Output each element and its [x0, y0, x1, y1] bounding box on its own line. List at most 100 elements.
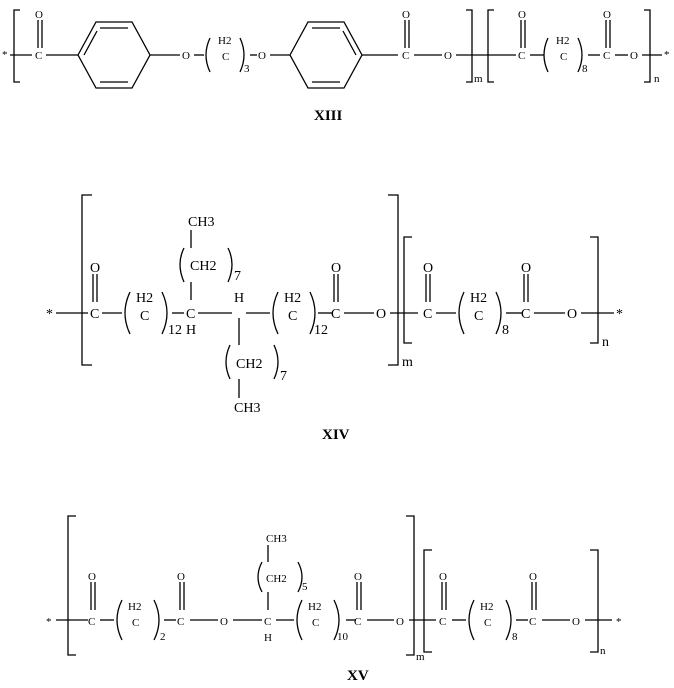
xiv-bracket-n-right [590, 237, 598, 343]
xv-bracket-n-left [424, 550, 432, 652]
xv-atom-h: H [264, 632, 272, 644]
label-xiii: XIII [314, 108, 343, 124]
xv-atom-c: C [484, 617, 491, 629]
xv-paren-right [506, 600, 511, 640]
xiii-atom-o: O [258, 50, 266, 62]
xiii-atom-c: C [35, 50, 42, 62]
xv-atom-o: O [572, 616, 580, 628]
xiii-benzene-ring-2 [290, 22, 362, 88]
xiii-benzene-ring-1-inner [84, 28, 128, 82]
xv-paren-left [258, 562, 262, 592]
label-xv: XV [347, 668, 369, 683]
xv-atom-c: C [439, 616, 446, 628]
xiv-bracket-m-left [82, 195, 92, 365]
xiii-atom-c: C [222, 51, 229, 63]
xiii-atom-h2: H2 [556, 35, 569, 47]
xiv-atom-c: C [140, 309, 149, 324]
xiv-atom-o: O [331, 261, 341, 276]
xiv-subscript-8: 8 [502, 323, 509, 338]
xv-atom-h2: H2 [480, 601, 493, 613]
xv-atom-c: C [88, 616, 95, 628]
xiv-paren-right [228, 248, 232, 282]
xv-paren-right [154, 600, 159, 640]
structure-xv: * O C H2 C 2 O C O C H CH2 5 CH3 H2 C 10 [46, 516, 622, 683]
xv-paren-left [297, 600, 302, 640]
xiv-atom-ch3: CH3 [234, 401, 260, 416]
xv-atom-ch2: CH2 [266, 573, 287, 585]
xiv-paren-right [162, 292, 167, 334]
xiii-bracket-m-right [466, 10, 472, 82]
xiii-subscript-3: 3 [244, 63, 250, 75]
xv-atom-o: O [396, 616, 404, 628]
xiii-benzene-ring-1 [78, 22, 150, 88]
xiv-atom-c: C [90, 307, 99, 322]
xiii-subscript-n: n [654, 73, 660, 85]
xv-atom-c: C [312, 617, 319, 629]
xiv-atom-c: C [186, 307, 195, 322]
xiii-bracket-m-left [14, 10, 20, 82]
xv-atom-o: O [88, 571, 96, 583]
xiii-atom-o: O [182, 50, 190, 62]
xv-subscript-n: n [600, 645, 606, 657]
xv-atom-c: C [354, 616, 361, 628]
xiv-atom-o: O [376, 307, 386, 322]
xiv-paren-right [274, 345, 278, 379]
xv-atom-c: C [529, 616, 536, 628]
xiii-end-star-right: * [664, 49, 670, 61]
xiv-subscript-m: m [402, 355, 413, 370]
xiv-atom-c: C [521, 307, 530, 322]
xiii-atom-h2: H2 [218, 35, 231, 47]
xiv-subscript-7: 7 [280, 369, 287, 384]
xiii-bracket-n-left [488, 10, 494, 82]
xiv-atom-h2: H2 [136, 291, 153, 306]
xiv-paren-left [459, 292, 464, 334]
xiii-atom-c: C [518, 50, 525, 62]
xv-atom-h2: H2 [128, 601, 141, 613]
xiv-paren-left [180, 248, 184, 282]
xiv-atom-c: C [288, 309, 297, 324]
xiii-atom-o: O [402, 9, 410, 21]
xiii-paren-left [206, 38, 210, 72]
xv-subscript-m: m [416, 651, 425, 663]
xiv-atom-c: C [423, 307, 432, 322]
xv-subscript-8: 8 [512, 631, 518, 643]
label-xiv: XIV [322, 427, 350, 443]
xiv-paren-left [226, 345, 230, 379]
xiv-atom-ch2: CH2 [190, 259, 216, 274]
xiii-atom-o: O [603, 9, 611, 21]
xv-paren-left [469, 600, 474, 640]
structure-xiv: * O C H2 C 12 C H CH2 7 CH3 H CH2 7 CH3 … [46, 195, 623, 443]
xv-atom-c: C [177, 616, 184, 628]
xv-end-star-left: * [46, 616, 52, 628]
xiv-atom-ch3: CH3 [188, 215, 214, 230]
xv-atom-ch3: CH3 [266, 533, 287, 545]
xiv-paren-left [125, 292, 130, 334]
xiii-atom-o: O [35, 9, 43, 21]
xv-subscript-10: 10 [337, 631, 349, 643]
xiv-atom-o: O [521, 261, 531, 276]
xiii-bracket-n-right [644, 10, 650, 82]
xiv-paren-right [496, 292, 501, 334]
xv-atom-c: C [132, 617, 139, 629]
xiv-subscript-12: 12 [168, 323, 182, 338]
xv-bracket-m-right [406, 516, 414, 655]
xiv-end-star-left: * [46, 307, 53, 322]
xiv-paren-left [273, 292, 278, 334]
xiii-atom-o: O [444, 50, 452, 62]
xv-bracket-m-left [68, 516, 76, 655]
xiv-atom-h2: H2 [284, 291, 301, 306]
xv-atom-o: O [220, 616, 228, 628]
xiii-atom-c: C [560, 51, 567, 63]
xv-atom-o: O [354, 571, 362, 583]
structure-xiii: * O C O H2 C 3 O O C O m O [2, 9, 670, 124]
xiv-atom-h: H [234, 291, 244, 306]
xiv-bracket-n-left [404, 237, 412, 343]
xiv-atom-c: C [331, 307, 340, 322]
xv-atom-o: O [529, 571, 537, 583]
xiv-atom-h: H [186, 323, 196, 338]
xiii-atom-o: O [630, 50, 638, 62]
xv-end-star-right: * [616, 616, 622, 628]
xiii-end-star-left: * [2, 49, 8, 61]
xiv-subscript-7: 7 [234, 269, 241, 284]
